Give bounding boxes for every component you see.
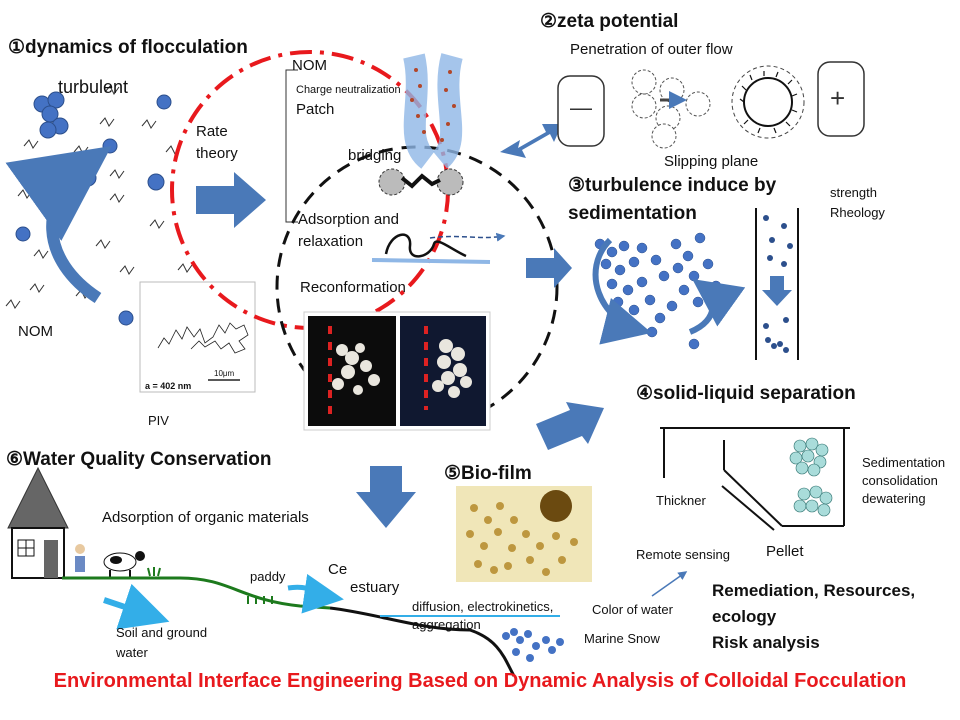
page-title: Environmental Interface Engineering Base…: [53, 670, 907, 692]
nom-left-label: NOM: [18, 323, 53, 340]
paddy-label: paddy: [250, 569, 286, 584]
rate-label-line1: Rate: [196, 123, 228, 140]
arrow-to-section4: [536, 402, 604, 450]
grass-tufts: [147, 567, 273, 604]
piv-scale-label: 10μm: [214, 369, 235, 378]
pellet-label: Pellet: [766, 543, 804, 560]
bridging-label: bridging: [348, 147, 402, 164]
land-profile: [62, 576, 331, 610]
slipping-plane-label: Slipping plane: [664, 153, 759, 170]
section3-title-line1: ③turbulence induce by: [568, 175, 777, 196]
aggregation-label: aggregation: [412, 617, 481, 632]
cow-icon: [103, 551, 145, 578]
piv-inset: [139, 281, 256, 393]
settling-swirl-right: [688, 279, 746, 335]
section3-title-line2: sedimentation: [568, 203, 697, 224]
thickener-diagram: [660, 427, 850, 531]
river-profile: [329, 606, 516, 677]
turbulent-label: turbulent: [58, 77, 129, 97]
nom-top-label: NOM: [292, 57, 327, 74]
pellet-flocs: [789, 437, 833, 517]
section5-title: ⑤Bio-film: [444, 463, 532, 484]
estuary-label: estuary: [350, 579, 400, 596]
penetration-label: Penetration of outer flow: [570, 41, 733, 58]
minus-sign: —: [570, 95, 592, 120]
color-of-water-label: Color of water: [592, 602, 673, 617]
section1-title: ①dynamics of flocculation: [8, 37, 248, 58]
groundwater-arrow: [103, 583, 170, 630]
soil-label-line1: Soil and ground: [116, 625, 208, 640]
risk-analysis-label: Risk analysis: [712, 633, 820, 652]
house-icon: [7, 466, 69, 579]
zeta-figures: [557, 61, 865, 149]
farmer-icon: [75, 544, 85, 572]
section2-title: ②zeta potential: [540, 11, 679, 32]
adsorption-label-line1: Adsorption and: [298, 211, 399, 228]
ecology-label: ecology: [712, 607, 777, 626]
estuary-arrow: [287, 573, 344, 614]
consolidation-label: consolidation: [862, 473, 938, 488]
biofilm-photo: [456, 486, 592, 582]
piv-label: PIV: [148, 413, 169, 428]
rheology-label: Rheology: [830, 205, 885, 220]
arrow-down: [356, 466, 416, 528]
strength-label: strength: [830, 185, 877, 200]
nom-strands: [403, 53, 463, 169]
marine-snow-label: Marine Snow: [584, 631, 660, 646]
adsorption-organic-label: Adsorption of organic materials: [102, 509, 309, 526]
thickner-label: Thickner: [656, 493, 706, 508]
dewatering-label: dewatering: [862, 491, 926, 506]
patch-label: Patch: [296, 101, 335, 118]
double-arrow-zeta: [500, 124, 562, 158]
remote-sensing-arrow: [651, 571, 688, 597]
nom-molecules: [5, 85, 193, 309]
adsorption-schematic: [371, 232, 506, 264]
charge-neutralization-label: Charge neutralization: [296, 84, 401, 96]
sedimentation-particles: [594, 232, 722, 350]
adsorption-label-line2: relaxation: [298, 233, 364, 250]
arrow-to-center: [196, 172, 266, 228]
arrow-to-section3: [526, 248, 572, 288]
settling-swirl-left: [592, 237, 652, 345]
settling-column: [755, 208, 799, 360]
ce-label: Ce: [328, 561, 348, 578]
bridging-spheres: [378, 168, 464, 196]
turbulence-swirl-arrow: [5, 146, 112, 304]
diffusion-label: diffusion, electrokinetics,: [412, 599, 554, 614]
marine-snow: [502, 628, 564, 662]
soil-label-line2: water: [116, 645, 148, 660]
section4-title: ④solid-liquid separation: [636, 383, 856, 404]
sedimentation-label: Sedimentation: [862, 455, 946, 470]
rate-label-line2: theory: [196, 145, 238, 162]
plus-sign: +: [830, 83, 846, 113]
reconformation-label: Reconformation: [300, 279, 406, 296]
section6-title: ⑥Water Quality Conservation: [6, 449, 272, 470]
remote-sensing-label: Remote sensing: [636, 547, 730, 562]
piv-caption: a = 402 nm: [145, 381, 192, 391]
remediation-label: Remediation, Resources,: [712, 581, 916, 600]
floc-photos: [303, 311, 491, 431]
